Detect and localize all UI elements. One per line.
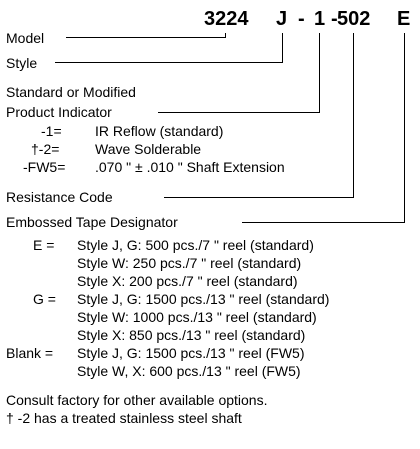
style-connector — [55, 33, 283, 63]
model-connector — [66, 33, 226, 38]
tape-code: E — [397, 8, 411, 30]
resistance-label: Resistance Code — [6, 189, 113, 205]
model-label: Model — [6, 30, 45, 46]
tape-option-line: Style X: 850 pcs./13 " reel (standard) — [77, 327, 306, 343]
tape-option-code: E = — [33, 237, 55, 253]
tape-option-line: Style W: 1000 pcs./13 " reel (standard) — [77, 309, 317, 325]
footnote: † -2 has a treated stainless steel shaft — [6, 410, 242, 426]
tape-option-line: Style W: 250 pcs./7 " reel (standard) — [77, 255, 302, 271]
indicator-label-line1: Standard or Modified — [6, 84, 136, 100]
footnote: Consult factory for other available opti… — [6, 392, 268, 408]
resistance-connector — [164, 33, 354, 198]
indicator-option-code: †-2= — [31, 141, 60, 157]
indicator-option-desc: .070 " ± .010 " Shaft Extension — [95, 159, 285, 175]
tape-option-line: Style W, X: 600 pcs./13 " reel (FW5) — [77, 363, 301, 379]
separator-1: - — [298, 8, 305, 30]
indicator-option-desc: IR Reflow (standard) — [95, 123, 224, 139]
indicator-label-line2: Product Indicator — [6, 104, 112, 120]
model-code: 3224 — [204, 8, 249, 30]
style-code: J — [276, 8, 288, 30]
tape-option-code: Blank = — [6, 345, 54, 361]
tape-option-line: Style J, G: 500 pcs./7 " reel (standard) — [77, 237, 314, 253]
tape-option-line: Style J, G: 1500 pcs./13 " reel (standar… — [77, 291, 330, 307]
indicator-option-code: -FW5= — [23, 159, 66, 175]
indicator-option-code: -1= — [41, 123, 62, 139]
indicator-code: 1 — [314, 8, 326, 30]
tape-option-line: Style J, G: 1500 pcs./13 " reel (FW5) — [77, 345, 305, 361]
style-label: Style — [6, 55, 38, 71]
tape-option-code: G = — [33, 291, 56, 307]
separator-2: - — [331, 8, 338, 30]
tape-label: Embossed Tape Designator — [6, 214, 178, 230]
tape-option-line: Style X: 200 pcs./7 " reel (standard) — [77, 273, 298, 289]
indicator-connector — [158, 33, 320, 113]
tape-connector — [242, 33, 405, 223]
indicator-option-desc: Wave Solderable — [95, 141, 202, 157]
resistance-code: 502 — [337, 8, 371, 30]
